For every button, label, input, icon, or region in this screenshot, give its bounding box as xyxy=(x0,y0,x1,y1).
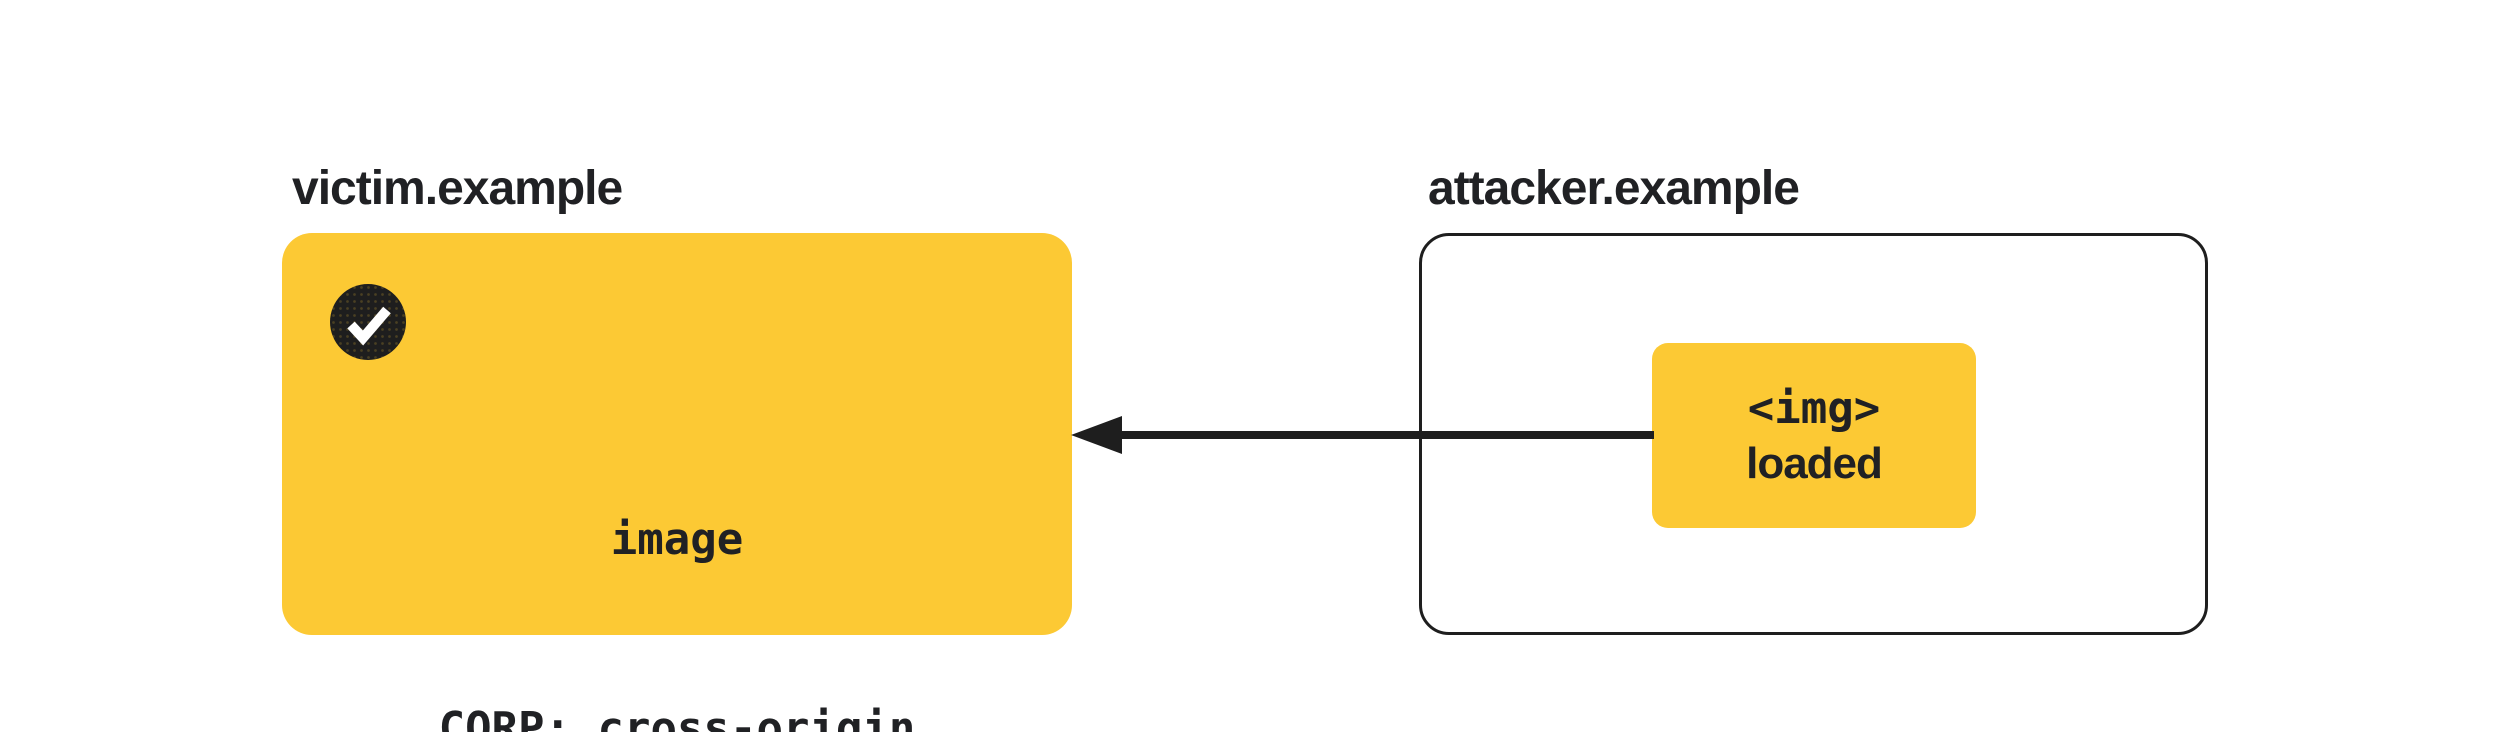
victim-domain-label: victim.example xyxy=(292,162,623,215)
loaded-label: loaded xyxy=(1746,438,1883,488)
resource-type-label: image xyxy=(610,514,744,565)
request-arrow-shaft xyxy=(1117,431,1654,439)
check-icon xyxy=(347,306,391,346)
img-tag-label: <img> xyxy=(1747,382,1881,434)
arrow-left-icon xyxy=(1071,416,1122,454)
corp-header-label: CORP: cross-origin xyxy=(438,703,916,732)
victim-resource-box xyxy=(282,233,1072,635)
allowed-status-badge xyxy=(330,284,406,360)
victim-resource-text: image CORP: cross-origin xyxy=(282,382,1072,732)
attacker-domain-label: attacker.example xyxy=(1428,162,1800,215)
img-loaded-chip: <img> loaded xyxy=(1652,343,1976,528)
